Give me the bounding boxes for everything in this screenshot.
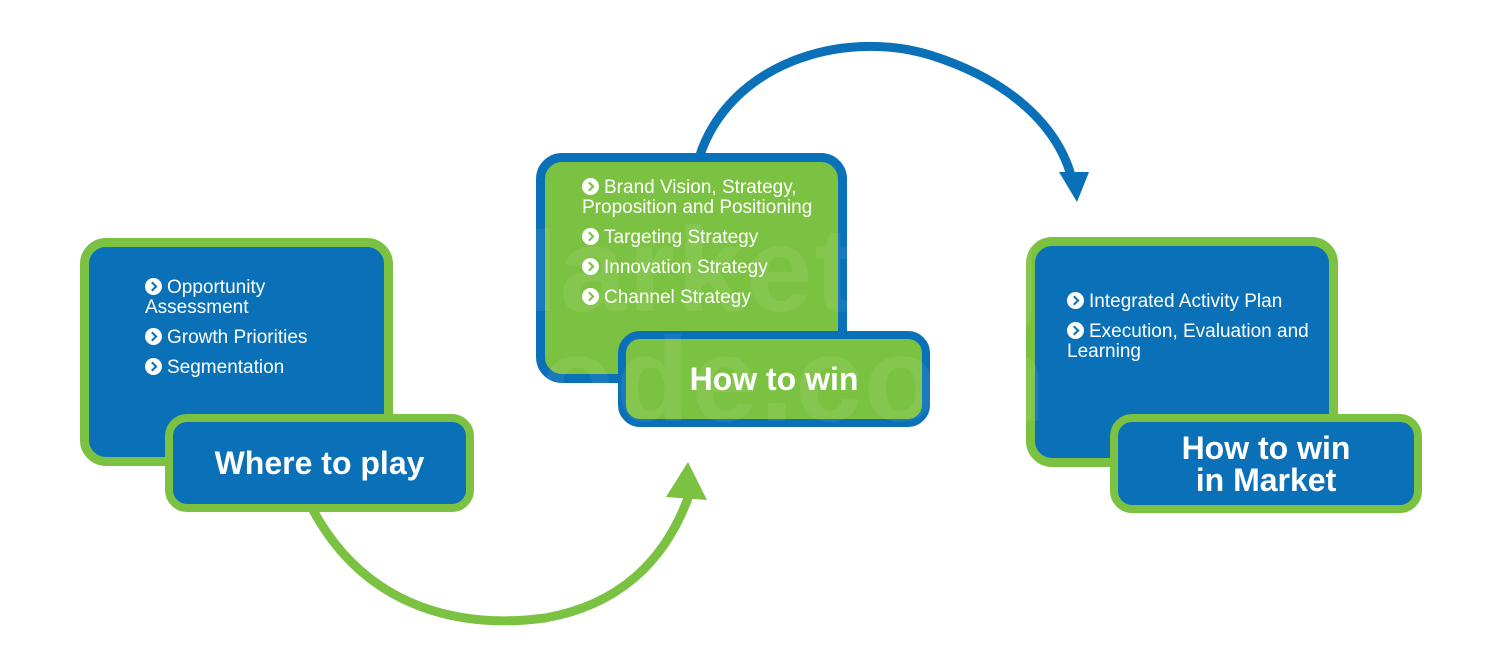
list-item: Execution, Evaluation and Learning (1067, 321, 1309, 362)
chevron-circle-right-icon (145, 358, 162, 375)
chevron-circle-right-icon (1067, 322, 1084, 339)
stage-title: How to win in Market (1181, 429, 1351, 498)
chevron-circle-right-icon (582, 178, 599, 195)
blue-arrowhead-icon (1059, 172, 1089, 202)
list-item: Innovation Strategy (582, 258, 832, 278)
stage-how-to-win-label: How to win (618, 331, 930, 427)
list-item: Integrated Activity Plan (1067, 292, 1317, 312)
chevron-circle-right-icon (582, 258, 599, 275)
list-item: Opportunity Assessment (145, 277, 266, 318)
stage-where-to-play-label: Where to play (165, 414, 474, 512)
chevron-circle-right-icon (145, 328, 162, 345)
chevron-circle-right-icon (582, 228, 599, 245)
list-item: Targeting Strategy (582, 228, 832, 248)
list-item: Growth Priorities (145, 328, 335, 348)
stage-how-to-win-list: Brand Vision, Strategy, Proposition and … (582, 178, 832, 318)
green-curved-arrow (308, 493, 693, 626)
stage-how-to-win-in-market-list: Integrated Activity Plan Execution, Eval… (1067, 292, 1317, 372)
blue-curved-arrow (695, 41, 1075, 177)
green-arrowhead-icon (666, 462, 707, 500)
stage-title: How to win (689, 360, 859, 397)
stage-title: Where to play (214, 444, 425, 481)
list-item: Channel Strategy (582, 288, 832, 308)
stage-how-to-win-in-market-label: How to win in Market (1110, 414, 1422, 513)
chevron-circle-right-icon (582, 288, 599, 305)
chevron-circle-right-icon (1067, 292, 1084, 309)
list-item: Segmentation (145, 358, 335, 378)
list-item: Brand Vision, Strategy, Proposition and … (582, 177, 813, 218)
chevron-circle-right-icon (145, 278, 162, 295)
stage-where-to-play-list: Opportunity Assessment Growth Priorities… (145, 278, 335, 388)
